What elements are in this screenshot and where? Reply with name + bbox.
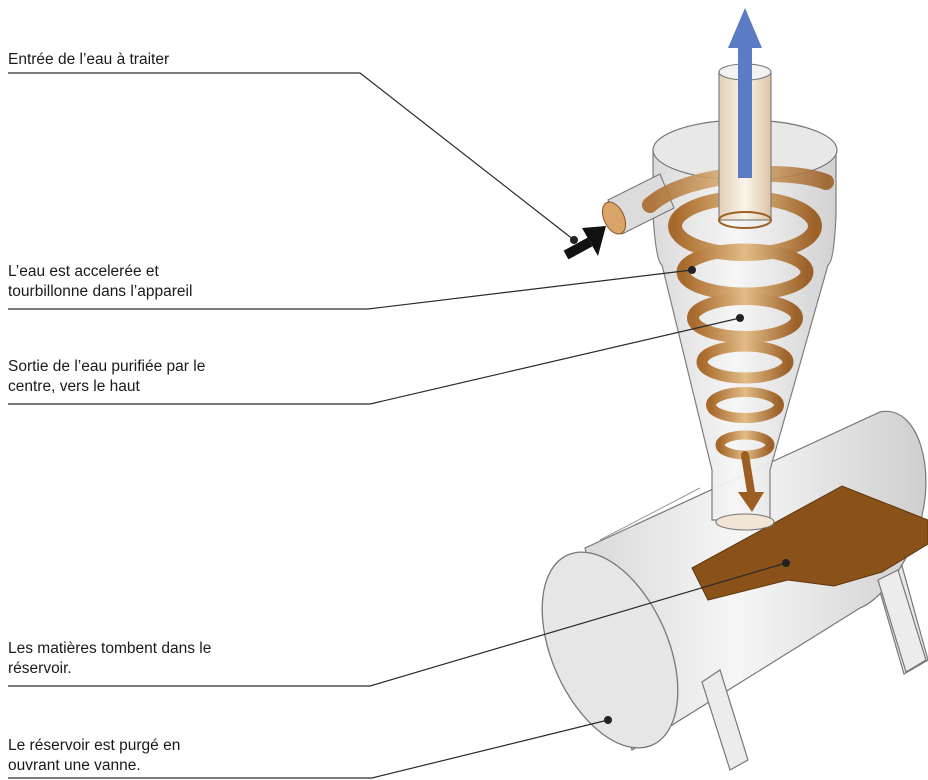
label-settling-line-1: Les matières tombent dans le: [8, 639, 211, 659]
label-purge-line-1: Le réservoir est purgé en: [8, 736, 180, 756]
tank-leg-front: [702, 670, 748, 770]
label-vortex-line-1: L’eau est accelerée et: [8, 262, 192, 282]
label-purge-line-2: ouvrant une vanne.: [8, 756, 180, 776]
leader-line-inlet: [8, 73, 574, 240]
label-outlet: Sortie de l’eau purifiée par le centre, …: [8, 357, 205, 397]
label-settling: Les matières tombent dans le réservoir.: [8, 639, 211, 679]
label-purge: Le réservoir est purgé en ouvrant une va…: [8, 736, 180, 776]
label-settling-line-2: réservoir.: [8, 659, 211, 679]
label-outlet-line-1: Sortie de l’eau purifiée par le: [8, 357, 205, 377]
leader-dot-settling: [782, 559, 790, 567]
label-vortex: L’eau est accelerée et tourbillonne dans…: [8, 262, 192, 302]
leader-dot-inlet: [570, 236, 578, 244]
label-vortex-line-2: tourbillonne dans l’appareil: [8, 282, 192, 302]
label-inlet: Entrée de l’eau à traiter: [8, 50, 169, 70]
leader-dot-outlet: [736, 314, 744, 322]
label-inlet-line-1: Entrée de l’eau à traiter: [8, 50, 169, 70]
leader-dot-purge: [604, 716, 612, 724]
label-outlet-line-2: centre, vers le haut: [8, 377, 205, 397]
tank-leg-right: [878, 570, 926, 672]
leader-dot-vortex: [688, 266, 696, 274]
